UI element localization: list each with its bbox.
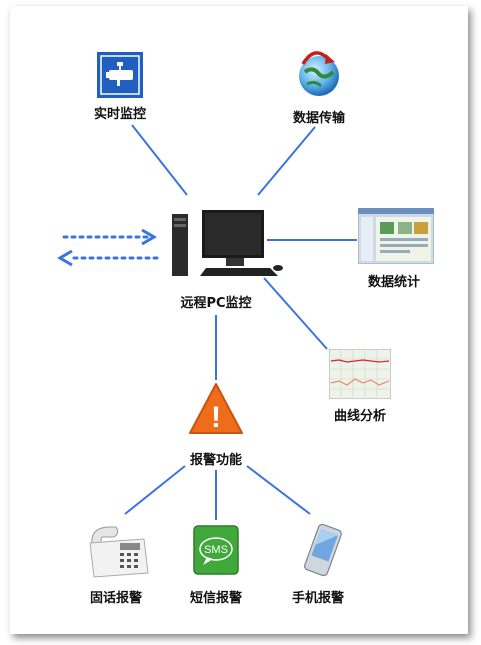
diagram-frame xyxy=(10,6,468,634)
link-realtime-pc xyxy=(131,124,188,196)
warning-triangle-icon: ! xyxy=(188,381,244,441)
statistics-screen-icon xyxy=(357,207,435,268)
link-alarm-landline xyxy=(124,465,186,515)
link-transmission-pc xyxy=(257,126,316,196)
sms-icon: SMS xyxy=(193,525,239,579)
camera-sign-icon xyxy=(97,52,143,102)
sms-glyph: SMS xyxy=(204,544,228,556)
landline-phone-icon xyxy=(86,519,150,583)
mobile-alarm-label: 手机报警 xyxy=(291,591,345,606)
curve-analysis-label: 曲线分析 xyxy=(333,409,387,424)
realtime-monitoring-label: 实时监控 xyxy=(93,107,147,122)
link-alarm-mobile xyxy=(246,465,311,515)
alarm-function-label: 报警功能 xyxy=(189,453,243,468)
landline-alarm-label: 固话报警 xyxy=(89,591,143,606)
data-statistics-label: 数据统计 xyxy=(367,275,421,290)
curve-chart-icon xyxy=(328,348,392,403)
arrow-head-right xyxy=(141,228,157,246)
desktop-pc-icon xyxy=(166,210,286,284)
sms-alarm-label: 短信报警 xyxy=(189,591,243,606)
data-transmission-label: 数据传输 xyxy=(292,111,346,126)
mobile-phone-icon xyxy=(297,522,349,582)
remote-pc-monitoring-label: 远程PC监控 xyxy=(180,296,252,311)
arrow-head-left xyxy=(57,249,73,267)
globe-transfer-icon xyxy=(293,46,345,102)
link-pc-curve xyxy=(263,277,328,350)
warning-glyph: ! xyxy=(211,401,221,434)
